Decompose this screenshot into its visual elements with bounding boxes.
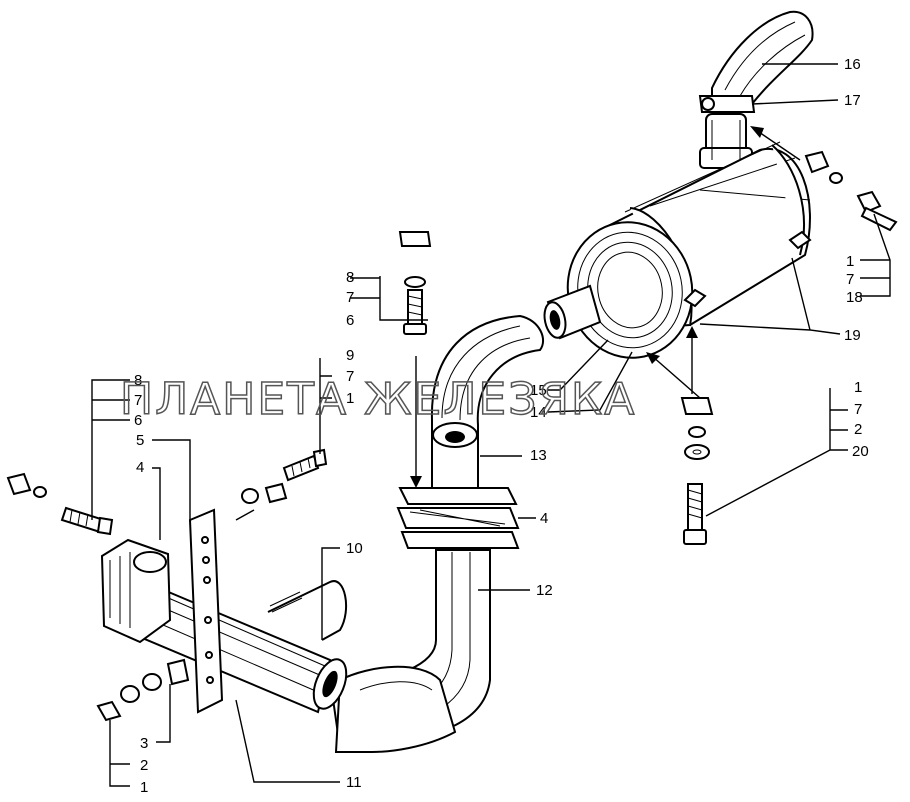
part-15-outlet-pipe [543, 284, 602, 340]
callout-3: 3 [140, 735, 148, 752]
callout-1-bottom: 1 [140, 779, 148, 796]
part-5-bracket [188, 508, 224, 714]
callout-6-middle: 6 [346, 312, 354, 329]
callout-8-left: 8 [134, 372, 142, 389]
callout-18: 18 [846, 289, 863, 306]
part-4-flange-left [100, 538, 172, 644]
callout-14: 14 [530, 404, 547, 421]
part-11-main-pipe [126, 578, 348, 714]
part-10-u-bolt [267, 580, 348, 641]
callout-2-side: 2 [854, 421, 862, 438]
callout-16: 16 [844, 56, 861, 73]
callout-7-n: 7 [346, 368, 354, 385]
callout-12: 12 [536, 582, 553, 599]
hardware-stack-bottom-right [680, 397, 714, 460]
callout-20: 20 [852, 443, 869, 460]
callout-10: 10 [346, 540, 363, 557]
part-4-flange-right [396, 487, 520, 549]
callout-7-side: 7 [854, 401, 862, 418]
callout-labels: 16 17 1 7 18 19 8 7 6 9 7 1 8 7 6 5 4 15… [134, 56, 869, 796]
callout-5: 5 [136, 432, 144, 449]
elbow-joint [334, 665, 457, 753]
callout-4-left: 4 [136, 459, 144, 476]
hardware-stack-top-middle [398, 231, 432, 335]
callout-1-right: 1 [846, 253, 854, 270]
part-17-clamp [698, 95, 756, 113]
callout-1-n: 1 [346, 390, 354, 407]
callout-8-middle: 8 [346, 269, 354, 286]
callout-2-bottom: 2 [140, 757, 148, 774]
callout-13: 13 [530, 447, 547, 464]
callout-19: 19 [844, 327, 861, 344]
part-16-hose [711, 10, 814, 105]
callout-7-middle: 7 [346, 289, 354, 306]
callout-7-right: 7 [846, 271, 854, 288]
watermark-text: ПЛАНЕТА ЖЕЛЕЗЯКА [120, 374, 636, 425]
assembly-arrows [235, 126, 801, 521]
callout-7-left: 7 [134, 392, 142, 409]
callout-6-left: 6 [134, 412, 142, 429]
part-13-upper-pipe [430, 314, 545, 496]
callout-15: 15 [530, 382, 547, 399]
callout-11: 11 [346, 774, 362, 791]
hardware-stack-bottom-left [96, 658, 190, 722]
callout-4-right: 4 [540, 510, 548, 527]
hardware-nut-right [804, 150, 898, 232]
band-straps [683, 230, 812, 308]
leader-lines [91, 63, 891, 787]
hardware-stack-middle [241, 448, 328, 504]
callout-1-side: 1 [854, 379, 862, 396]
bolt-20 [683, 483, 707, 545]
hardware-stack-left [6, 472, 114, 536]
callout-17: 17 [844, 92, 861, 109]
callout-9: 9 [346, 347, 354, 364]
